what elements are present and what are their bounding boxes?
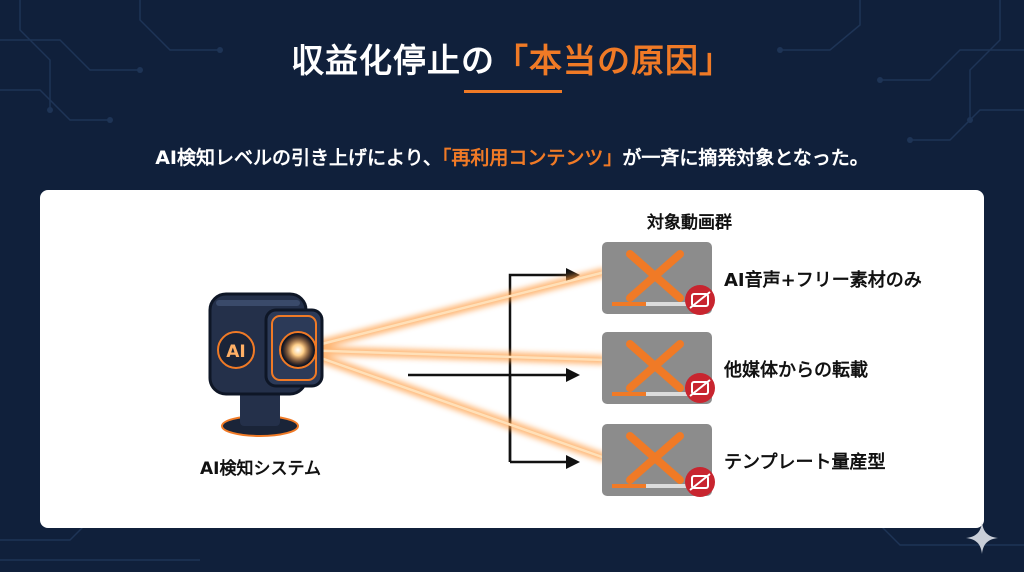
arrow-head-3 [566,455,580,469]
subtitle-accent: 「再利用コンテンツ」 [441,147,623,169]
title-underline [464,90,562,93]
title-accent: 「本当の原因」 [495,41,733,80]
laser-1 [297,270,606,352]
subtitle: AI検知レベルの引き上げにより、「再利用コンテンツ」が一斉に摘発対象となった。 [0,143,1024,170]
detection-diagram: AI [208,242,715,497]
arrow-heads [566,268,580,469]
arrow-connectors [408,273,568,464]
laser-2 [297,348,606,362]
target-label-3: テンプレート量産型 [724,452,886,473]
page-title: 収益化停止の「本当の原因」 [0,34,1024,82]
diagram-panel: AI [40,190,984,528]
subtitle-prefix: AI検知レベルの引き上げにより、 [155,147,442,169]
laser-beams [296,267,607,463]
target-label-2: 他媒体からの転載 [724,360,868,381]
subtitle-suffix: が一斉に摘発対象となった。 [622,147,869,169]
title-prefix: 収益化停止の [291,41,495,80]
video-thumbnail-2 [602,332,715,404]
arrow-head-2 [566,368,580,382]
camera-badge: AI [226,342,245,362]
system-label: AI検知システム [200,459,321,479]
video-thumbnail-1 [602,242,715,315]
sparkle-icon [966,522,998,554]
ai-camera-icon: AI [208,292,324,437]
target-group-title: 対象動画群 [647,213,732,233]
video-thumbnail-3 [602,424,715,497]
laser-3 [297,348,606,460]
target-label-1: AI音声+フリー素材のみ [724,270,922,291]
